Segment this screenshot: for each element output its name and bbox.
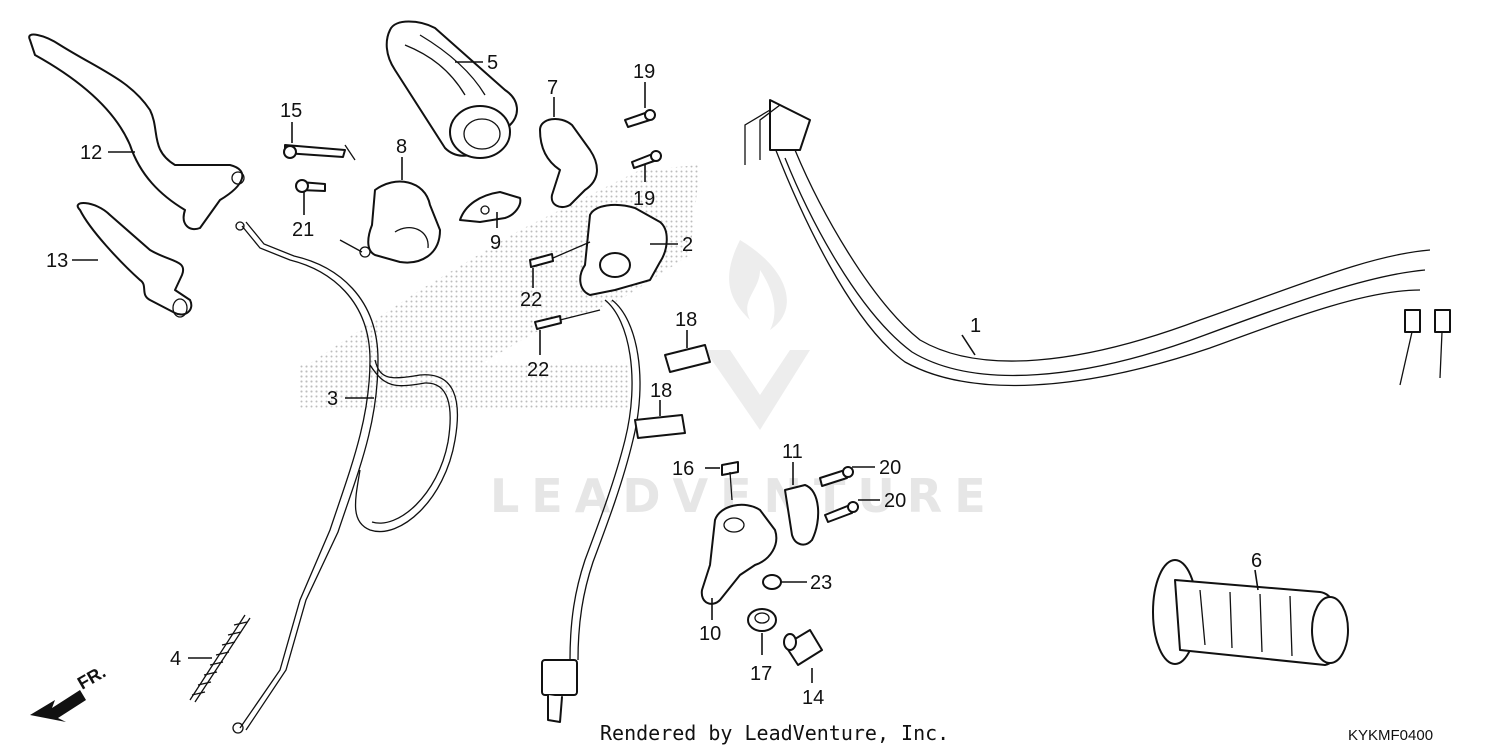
throttle-cable[interactable] — [744, 99, 1451, 387]
adjuster-14[interactable] — [783, 629, 823, 666]
callout-3: 3 — [327, 388, 338, 410]
front-direction-arrow: FR. — [30, 662, 109, 722]
switch-wire-harness[interactable] — [541, 299, 641, 723]
callout-16: 16 — [672, 458, 694, 480]
screw-22-a[interactable] — [529, 241, 591, 268]
callout-15: 15 — [280, 100, 302, 122]
callout-labels: 1 2 3 4 5 6 7 8 9 10 11 12 13 14 15 16 1… — [46, 52, 1262, 709]
switch-assembly-2[interactable] — [579, 203, 668, 296]
leadventure-watermark: LEADVENTURE — [490, 240, 986, 523]
screw-21[interactable] — [295, 179, 326, 193]
throttle-grip[interactable] — [385, 20, 518, 159]
clutch-cable[interactable] — [232, 221, 458, 734]
screw-19-a[interactable] — [624, 109, 656, 128]
left-grip[interactable] — [1152, 559, 1349, 666]
nut-23[interactable] — [762, 574, 782, 590]
callout-12: 12 — [80, 142, 102, 164]
lever-cover[interactable] — [76, 202, 193, 318]
bolt-16[interactable] — [721, 461, 739, 501]
screw-19-b[interactable] — [631, 150, 662, 169]
screw-20-a[interactable] — [819, 466, 854, 487]
rubber-pad-18-a[interactable] — [664, 344, 711, 373]
callout-14: 14 — [802, 687, 824, 709]
callout-1: 1 — [970, 315, 981, 337]
clamp-11[interactable] — [784, 484, 820, 546]
callout-6: 6 — [1251, 550, 1262, 572]
callout-17: 17 — [750, 663, 772, 685]
callout-2: 2 — [682, 234, 693, 256]
callout-9: 9 — [490, 232, 501, 254]
callout-21: 21 — [292, 219, 314, 241]
screw-15[interactable] — [283, 144, 356, 161]
rubber-pad-18-b[interactable] — [634, 414, 686, 439]
callout-18-a: 18 — [675, 309, 697, 331]
callout-23: 23 — [810, 572, 832, 594]
leader-lines — [72, 61, 1259, 683]
callout-22-a: 22 — [520, 289, 542, 311]
callout-11: 11 — [782, 441, 803, 463]
screw-22-b[interactable] — [534, 309, 601, 330]
clutch-lever[interactable] — [28, 33, 245, 230]
switch-housing-8[interactable] — [339, 180, 441, 264]
callout-7: 7 — [547, 77, 558, 99]
throttle-housing-7[interactable] — [539, 118, 598, 208]
callout-10: 10 — [699, 623, 721, 645]
callout-13: 13 — [46, 250, 68, 272]
callout-22-b: 22 — [527, 359, 549, 381]
callout-20-b: 20 — [884, 490, 906, 512]
bracket-9[interactable] — [459, 191, 522, 223]
callout-18-b: 18 — [650, 380, 672, 402]
screw-20-b[interactable] — [824, 501, 859, 523]
callout-4: 4 — [170, 648, 181, 670]
callout-19-b: 19 — [633, 188, 655, 210]
diagram-code: KYKMF0400 — [1348, 727, 1433, 744]
callout-20-a: 20 — [879, 457, 901, 479]
callout-19-a: 19 — [633, 61, 655, 83]
cable-spring[interactable] — [189, 614, 251, 703]
footer-credit: Rendered by LeadVenture, Inc. — [600, 721, 949, 745]
callout-8: 8 — [396, 136, 407, 158]
locknut-17[interactable] — [747, 608, 777, 632]
lever-bracket-10[interactable] — [700, 503, 778, 605]
direction-label: FR. — [74, 662, 109, 694]
callout-5: 5 — [487, 52, 498, 74]
